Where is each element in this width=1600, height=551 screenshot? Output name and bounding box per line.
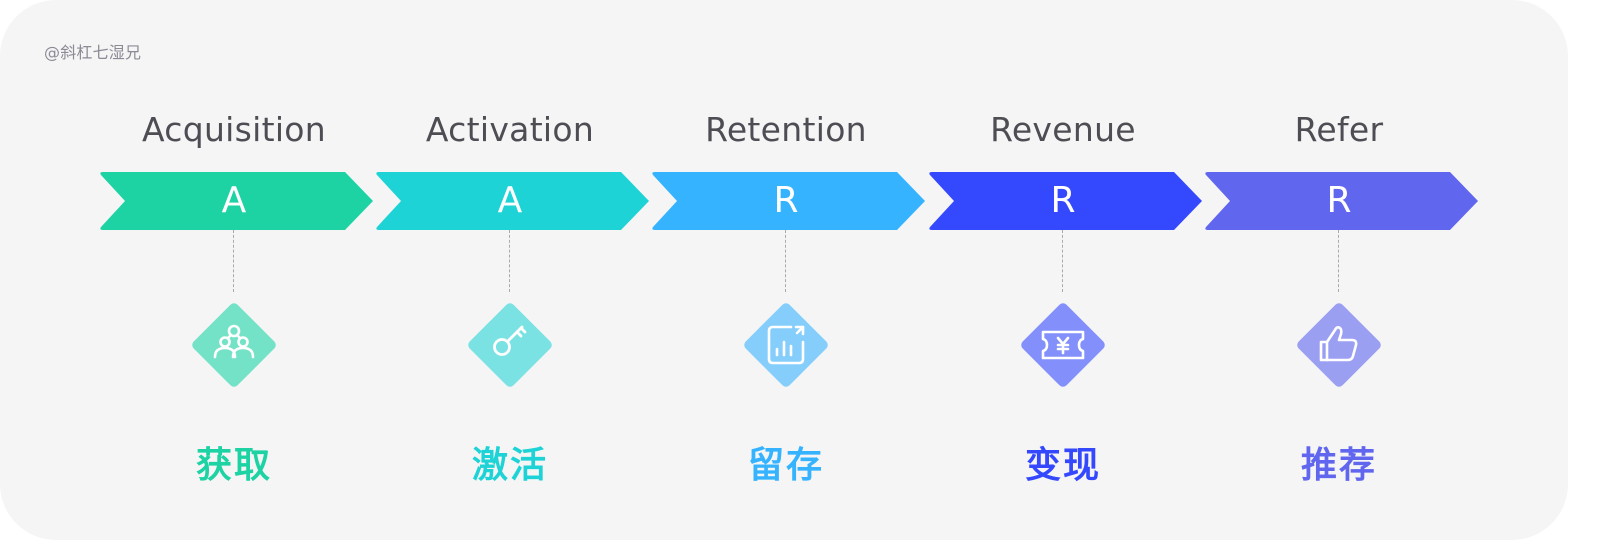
stage-letter: R xyxy=(1050,180,1076,221)
dashed-connector xyxy=(233,230,234,292)
stage-title: Refer xyxy=(1294,110,1384,149)
stage-letter: A xyxy=(497,180,523,221)
stage-letter: A xyxy=(221,180,247,221)
stage-title: Acquisition xyxy=(141,110,327,149)
dashed-connector xyxy=(1062,230,1063,292)
diamond-badge xyxy=(457,292,563,398)
chart-icon xyxy=(767,325,805,365)
diamond-shape xyxy=(744,303,828,387)
stage-label-cn: 激活 xyxy=(471,445,548,486)
stage-acquisition: Acquisition A 获取 xyxy=(99,0,379,540)
diamond-badge xyxy=(1286,292,1392,398)
stage-title: Revenue xyxy=(990,110,1136,149)
chevron-arrow xyxy=(376,172,649,230)
dashed-connector xyxy=(509,230,510,292)
chevron-shape xyxy=(376,172,649,230)
key-icon xyxy=(493,325,527,356)
stage-title: Retention xyxy=(705,110,867,149)
chevron-arrow xyxy=(929,172,1202,230)
watermark: @斜杠七湿兄 xyxy=(44,43,142,62)
chevron-arrow xyxy=(1205,172,1478,230)
thumbs-up-icon xyxy=(1319,326,1358,362)
stage-revenue: Revenue R 变现 xyxy=(928,0,1208,540)
yen-ticket-icon xyxy=(1041,330,1085,360)
user-group-icon xyxy=(213,324,255,359)
diamond-badge xyxy=(1010,292,1116,398)
stage-retention: Retention R 留存 xyxy=(651,0,931,540)
funnel-card: @斜杠七湿兄 Acquisition A 获取 Acti xyxy=(44,0,1484,540)
dashed-connector xyxy=(1338,230,1339,292)
stage-letter: R xyxy=(1326,180,1352,221)
chevron-shape xyxy=(1205,172,1478,230)
dashed-connector xyxy=(785,230,786,292)
chevron-arrow xyxy=(652,172,925,230)
chevron-arrow xyxy=(100,172,373,230)
chevron-shape xyxy=(652,172,925,230)
stage-refer: Refer R 推荐 xyxy=(1204,0,1484,540)
chevron-shape xyxy=(100,172,373,230)
stage-label-cn: 获取 xyxy=(195,445,272,486)
stage-letter: R xyxy=(773,180,799,221)
stage-label-cn: 留存 xyxy=(747,445,824,486)
diamond-shape xyxy=(192,303,276,387)
stage-title: Activation xyxy=(425,110,595,149)
diamond-shape xyxy=(1297,303,1381,387)
diamond-badge xyxy=(733,292,839,398)
stage-activation: Activation A 激活 xyxy=(375,0,655,540)
chevron-shape xyxy=(929,172,1202,230)
stage-label-cn: 推荐 xyxy=(1300,445,1377,486)
stage-label-cn: 变现 xyxy=(1024,445,1101,486)
diamond-badge xyxy=(181,292,287,398)
